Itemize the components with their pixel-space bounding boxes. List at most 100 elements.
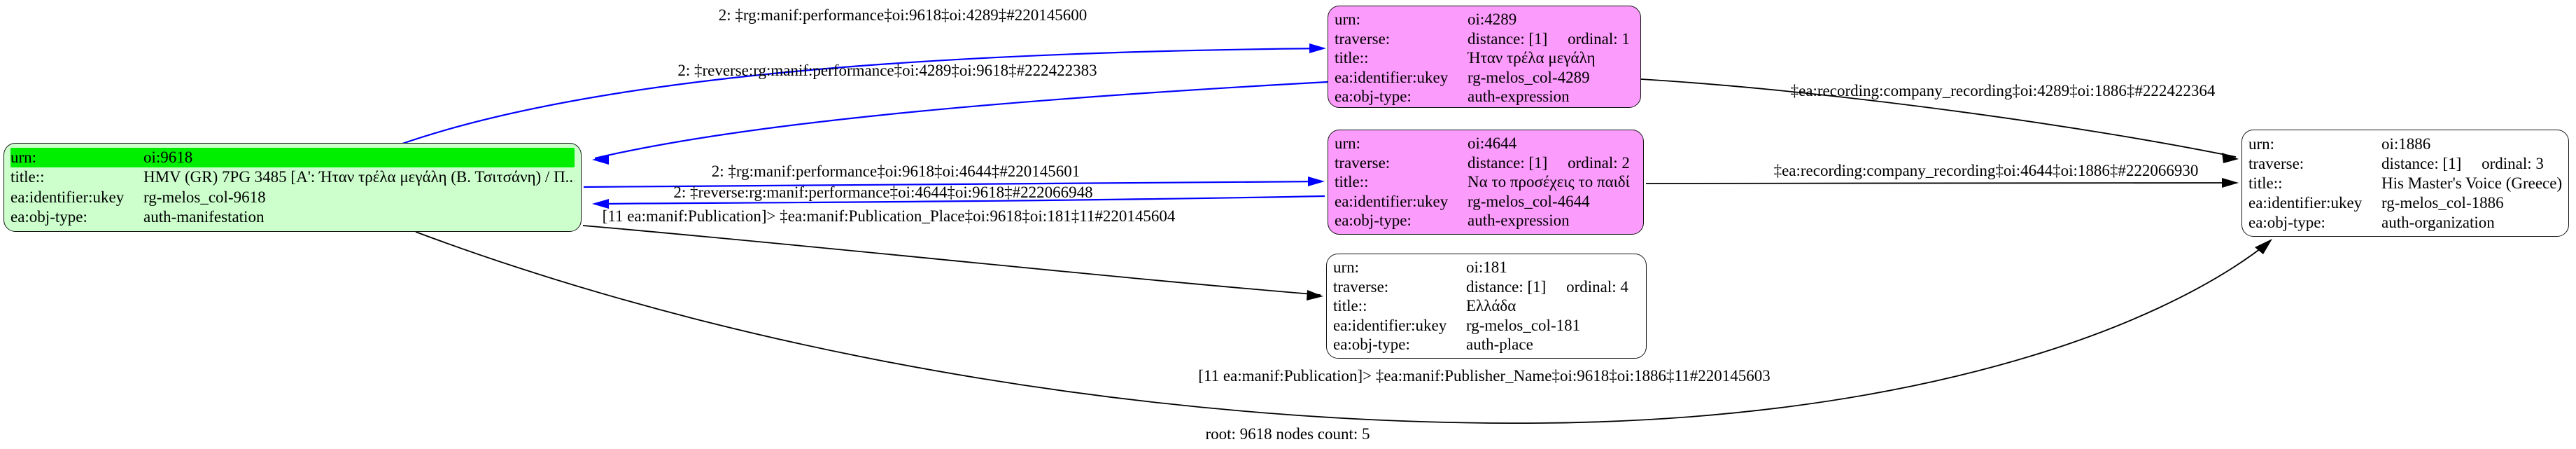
edge-performance-9618-4644-arrowhead [1308,177,1325,186]
field-value: auth-manifestation [143,208,265,226]
field-value: distance: [1] ordinal: 1 [1468,29,1630,48]
field-value: auth-expression [1468,212,1570,230]
field-key: urn: [10,148,37,166]
field-key: title:: [1335,173,1369,191]
field-row-identifier: ea:identifier:ukey rg-melos_col-1886 [2248,193,2562,213]
field-value: rg-melos_col-4289 [1468,68,1590,86]
node-oi-1886[interactable]: urn: oi:1886 traverse: distance: [1] ord… [2241,130,2569,237]
field-row-urn: urn: oi:4644 [1335,134,1637,153]
field-value: auth-place [1466,336,1533,354]
field-value: Ήταν τρέλα μεγάλη [1468,49,1596,67]
field-value: rg-melos_col-4644 [1468,192,1590,210]
field-value: auth-organization [2381,213,2495,231]
edge-publisher-name-9618-1886-arrowhead [2255,239,2272,254]
field-key: traverse: [1335,29,1391,48]
field-row-urn: urn: oi:1886 [2248,134,2562,154]
field-key: title:: [2248,174,2283,192]
field-key: title:: [1335,49,1369,67]
field-value: oi:1886 [2381,134,2431,153]
edge-company-recording-4644-1886-arrowhead [2222,178,2239,188]
edge-reverse-performance-4289-9618-arrowhead [592,155,609,165]
field-value: oi:4644 [1468,134,1517,152]
edge-publication-place-9618-181-arrowhead [1307,290,1323,301]
field-key: traverse: [1335,153,1391,172]
field-row-identifier: ea:identifier:ukey rg-melos_col-9618 [10,188,575,207]
field-row-objtype: ea:obj-type: auth-manifestation [10,207,575,227]
edge-reverse-performance-4289-9618 [594,81,1328,160]
edge-label-reverse-performance-4289-9618: 2: ‡reverse:rg:manif:performance‡oi:4289… [677,62,1097,79]
field-key: urn: [2248,134,2275,153]
field-key: ea:obj-type: [10,208,87,226]
field-row-title: title:: Ήταν τρέλα μεγάλη [1335,48,1634,68]
edge-company-recording-4289-1886 [1640,78,2237,158]
field-value: Να το προσέχεις το παιδί [1468,173,1630,191]
field-value: rg-melos_col-1886 [2381,193,2504,212]
edge-company-recording-4644-1886 [1645,182,2237,184]
edge-publisher-name-9618-1886 [415,231,2270,424]
field-key: urn: [1335,134,1361,152]
field-key: ea:identifier:ukey [1335,192,1449,210]
edge-performance-9618-4289-arrowhead [1309,43,1326,53]
field-value: oi:9618 [143,148,193,166]
field-key: ea:identifier:ukey [1335,68,1449,86]
field-key: ea:obj-type: [2248,213,2325,231]
field-value: distance: [1] ordinal: 4 [1466,277,1628,296]
field-row-urn: urn: oi:4289 [1335,10,1634,29]
field-value: oi:181 [1466,258,1507,276]
field-key: urn: [1333,258,1360,276]
field-key: traverse: [2248,154,2304,172]
field-value: distance: [1] ordinal: 3 [2381,154,2544,172]
field-value: HMV (GR) 7PG 3485 [A': Ήταν τρέλα μεγάλη… [143,168,575,186]
field-key: ea:identifier:ukey [1333,316,1447,334]
field-value: oi:4289 [1468,11,1517,28]
edge-reverse-performance-4644-9618-arrowhead [592,199,609,209]
field-key: ea:obj-type: [1335,212,1412,230]
field-value: rg-melos_col-181 [1466,316,1581,334]
field-row-title: title:: Να το προσέχεις το παιδί [1335,172,1637,192]
field-row-identifier: ea:identifier:ukey rg-melos_col-4289 [1335,68,1634,88]
edge-label-reverse-performance-4644-9618: 2: ‡reverse:rg:manif:performance‡oi:4644… [673,184,1093,201]
field-value: Ελλάδα [1466,297,1516,315]
field-row-traverse: traverse: distance: [1] ordinal: 4 [1333,277,1640,297]
field-key: ea:identifier:ukey [2248,193,2363,212]
edge-label-company-recording-4644-1886: ‡ea:recording:company_recording‡oi:4644‡… [1773,162,2199,179]
graph-label: root: 9618 nodes count: 5 [1205,425,1370,443]
edge-company-recording-4289-1886-arrowhead [2222,153,2239,163]
field-value: His Master's Voice (Greece) [2381,174,2562,192]
edge-label-company-recording-4289-1886: ‡ea:recording:company_recording‡oi:4289‡… [1790,82,2216,99]
node-oi-9618[interactable]: urn: oi:9618 title:: HMV (GR) 7PG 3485 [… [3,143,582,232]
field-row-objtype: ea:obj-type: auth-expression [1335,87,1634,106]
field-value: distance: [1] ordinal: 2 [1468,153,1630,172]
edge-publication-place-9618-181 [582,225,1321,296]
field-row-objtype: ea:obj-type: auth-organization [2248,213,2562,233]
field-row-urn: urn: oi:181 [1333,258,1640,277]
field-value: auth-expression [1468,88,1570,106]
node-oi-181[interactable]: urn: oi:181 traverse: distance: [1] ordi… [1326,254,1647,359]
node-oi-4289[interactable]: urn: oi:4289 traverse: distance: [1] ord… [1328,6,1641,108]
field-key: traverse: [1333,277,1389,296]
field-key: ea:obj-type: [1335,88,1412,106]
field-row-traverse: traverse: distance: [1] ordinal: 3 [2248,154,2562,174]
field-key: ea:identifier:ukey [10,188,125,206]
field-row-title: title:: His Master's Voice (Greece) [2248,174,2562,193]
edge-performance-9618-4289 [402,47,1324,145]
edge-label-performance-9618-4289: 2: ‡rg:manif:performance‡oi:9618‡oi:4289… [718,6,1088,24]
edge-performance-9618-4644 [583,180,1323,188]
node-oi-4644[interactable]: urn: oi:4644 traverse: distance: [1] ord… [1328,130,1644,235]
field-row-urn: urn: oi:9618 [10,147,575,167]
field-row-objtype: ea:obj-type: auth-expression [1335,211,1637,230]
field-row-traverse: traverse: distance: [1] ordinal: 2 [1335,153,1637,173]
edge-label-publication-place-9618-181: [11 ea:manif:Publication]> ‡ea:manif:Pub… [602,207,1176,225]
field-row-title: title:: HMV (GR) 7PG 3485 [A': Ήταν τρέλ… [10,167,575,187]
field-row-identifier: ea:identifier:ukey rg-melos_col-181 [1333,316,1640,336]
edge-reverse-performance-4644-9618 [594,195,1325,205]
field-row-traverse: traverse: distance: [1] ordinal: 1 [1335,29,1634,49]
field-row-objtype: ea:obj-type: auth-place [1333,335,1640,354]
field-row-title: title:: Ελλάδα [1333,296,1640,316]
field-key: urn: [1335,11,1361,28]
field-key: title:: [10,168,45,186]
edge-label-publisher-name-9618-1886: [11 ea:manif:Publication]> ‡ea:manif:Pub… [1198,367,1771,385]
field-key: title:: [1333,297,1367,315]
